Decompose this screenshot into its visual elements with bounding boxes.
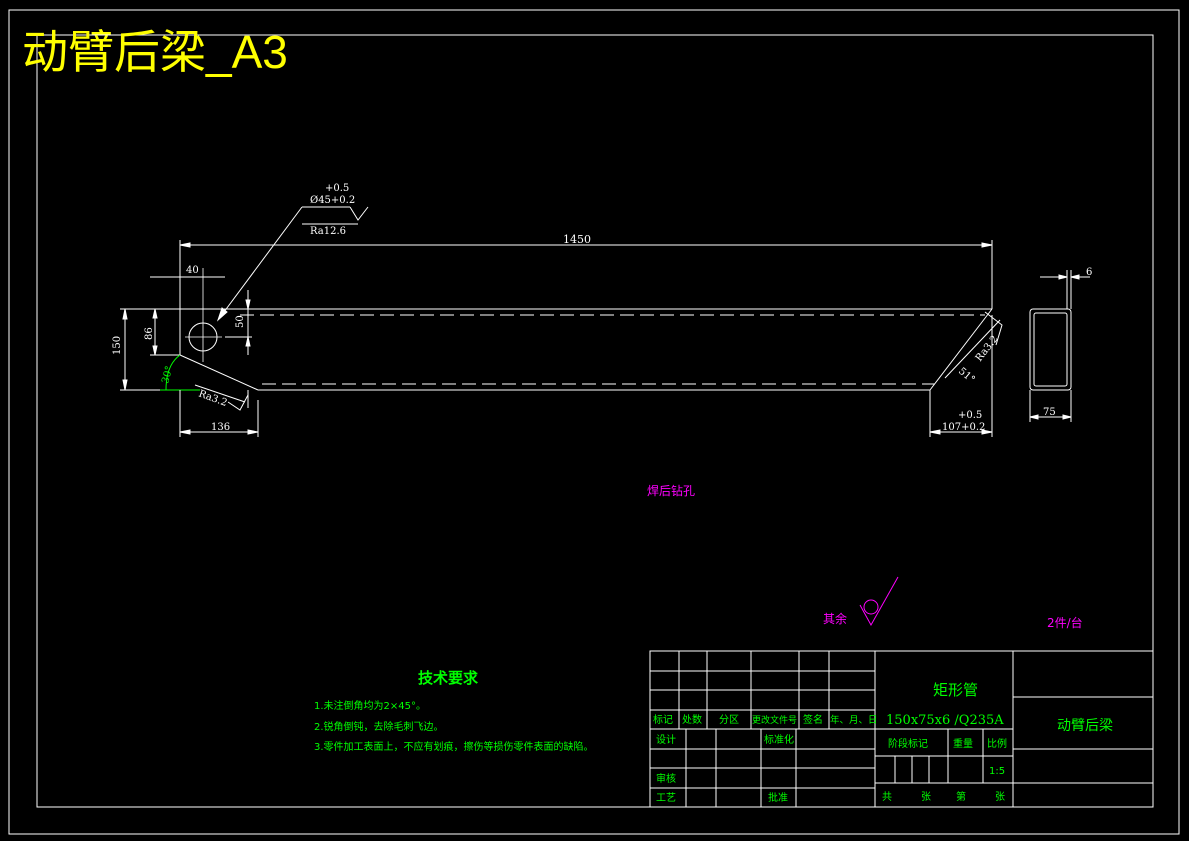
right-angle-label: 51°: [956, 366, 977, 386]
col-zone: 分区: [719, 714, 739, 726]
right-roughness-label: Ra3.2: [974, 334, 1001, 364]
hidden-lines: [240, 314, 985, 385]
height-label: 150: [112, 336, 123, 355]
weight-label: 重量: [953, 737, 973, 750]
material-name: 矩形管: [933, 681, 978, 699]
hole-tol-upper: +0.5: [325, 183, 349, 194]
dim-hole-spacing: [225, 290, 252, 355]
hole-diameter: Ø45+0.2: [310, 195, 355, 206]
left-roughness-symbol: [194, 384, 249, 411]
tech-req-item-1: 1.未注倒角均为2×45°。: [314, 699, 426, 712]
note-quantity: 2件/台: [1047, 615, 1083, 630]
col-docno: 更改文件号: [752, 714, 797, 726]
no-label: 第: [956, 790, 966, 803]
sheets-label: 张: [921, 791, 931, 803]
hole-centerlines: [185, 268, 222, 362]
note-weld-drill: 焊后钻孔: [647, 483, 695, 498]
right-tol-upper: +0.5: [958, 410, 982, 421]
approve-label: 批准: [768, 791, 788, 804]
stage-mark-label: 阶段标记: [888, 737, 928, 750]
process-label: 工艺: [656, 792, 676, 804]
beam-outline: [179, 308, 993, 408]
right-cut-label: 107+0.2: [942, 422, 985, 433]
hole-leader: [216, 206, 369, 322]
rest-roughness-symbol: [859, 576, 899, 627]
hole-height-label: 86: [144, 327, 155, 340]
left-angle-label: 30°: [160, 365, 175, 385]
width-label: 75: [1043, 407, 1056, 418]
col-date: 年、月、日: [830, 714, 878, 726]
dim-hole-offset: [150, 270, 225, 309]
inner-frame: [36, 34, 1154, 808]
standardize-label: 标准化: [764, 733, 794, 746]
tech-req-item-3: 3.零件加工表面上，不应有划痕，擦伤等损伤零件表面的缺陷。: [314, 740, 594, 753]
review-label: 审核: [656, 772, 676, 785]
dim-hole-height: [150, 308, 180, 356]
section-view: [1029, 270, 1090, 422]
title-block-grid: [649, 650, 1154, 808]
scale-value: 1:5: [989, 766, 1005, 777]
total-label: 共: [882, 791, 892, 803]
length-label: 1450: [563, 233, 591, 246]
sheet-heading: 动臂后梁_A3: [22, 26, 288, 78]
dim-length: [179, 240, 993, 309]
hole-offset-label: 40: [186, 265, 199, 276]
left-cut-label: 136: [211, 422, 230, 433]
wall-label: 6: [1086, 267, 1092, 278]
hole-spacing-label: 50: [235, 315, 246, 328]
scale-label: 比例: [987, 737, 1007, 750]
tech-req-item-2: 2.锐角倒钝，去除毛刺飞边。: [314, 720, 444, 733]
sheet-label: 张: [995, 791, 1005, 803]
outer-frame: [8, 9, 1180, 835]
hole-roughness: Ra12.6: [310, 226, 346, 237]
dim-left-cut: [179, 390, 259, 437]
material-spec: 150x75x6 /Q235A: [886, 713, 1004, 728]
dim-right-cut: [929, 315, 993, 437]
col-sign: 签名: [803, 713, 823, 726]
title-block-texts: 标记 处数 分区 更改文件号 签名 年、月、日 设计 标准化 审核 工艺 批准 …: [653, 713, 1007, 804]
right-roughness-symbol: [944, 311, 1003, 379]
col-count: 处数: [682, 713, 702, 726]
tech-req-title: 技术要求: [418, 669, 479, 687]
design-label: 设计: [656, 733, 676, 746]
note-rest: 其余: [823, 611, 847, 626]
part-name: 动臂后梁: [1057, 718, 1113, 734]
col-mark: 标记: [653, 714, 673, 726]
